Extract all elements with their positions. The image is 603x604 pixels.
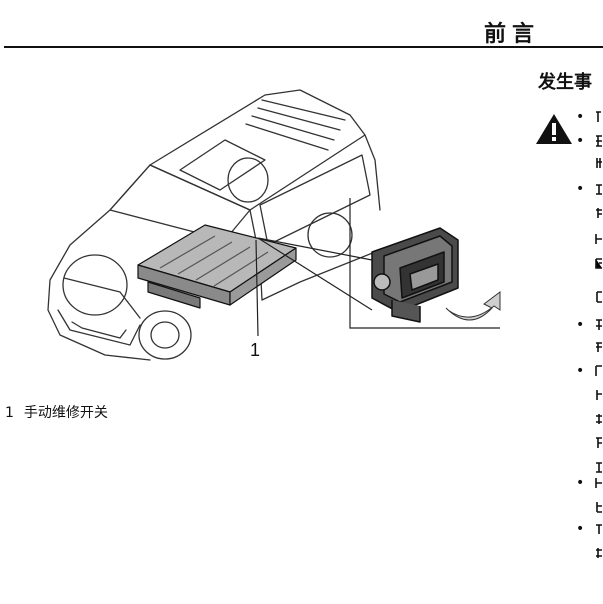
- clipped-text-fragment: [594, 110, 603, 124]
- clipped-text-fragment: [594, 546, 603, 560]
- caption-number: 1: [5, 405, 14, 421]
- clipped-text-fragment: [594, 134, 603, 148]
- clipped-text-fragment: [594, 290, 603, 304]
- bullet-marker: •: [576, 363, 585, 379]
- clipped-text-fragment: [594, 232, 603, 246]
- figure-caption: 1 手动维修开关: [5, 402, 108, 422]
- bullet-marker: •: [576, 133, 585, 149]
- callout-number: 1: [250, 340, 260, 360]
- clipped-text-fragment: [594, 182, 603, 196]
- bullet-marker: •: [576, 109, 585, 125]
- vehicle-illustration: 1: [47, 89, 501, 361]
- clipped-text-fragment: [594, 436, 603, 450]
- clipped-text-fragment: [594, 318, 603, 332]
- clipped-text-fragment: [594, 476, 603, 490]
- clipped-text-fragment: [594, 500, 603, 514]
- bullet-marker: •: [576, 521, 585, 537]
- warning-triangle-icon: [536, 114, 572, 144]
- bullet-marker: •: [576, 181, 585, 197]
- clipped-text-fragment: [594, 156, 603, 170]
- caption-text: 手动维修开关: [23, 405, 108, 421]
- page-header-title: 前言: [484, 21, 541, 47]
- clipped-text-fragment: [594, 364, 603, 378]
- clipped-text-fragment: [594, 522, 603, 536]
- section-heading: 发生事: [538, 72, 592, 93]
- header-divider: [4, 46, 603, 48]
- clipped-text-fragment: [594, 460, 603, 474]
- clipped-text-fragment: [594, 412, 603, 426]
- bullet-marker: •: [576, 475, 585, 491]
- clipped-text-fragment: [594, 388, 603, 402]
- bullet-marker: •: [576, 317, 585, 333]
- clipped-text-fragment: [594, 340, 603, 354]
- clipped-text-fragment: [594, 206, 603, 220]
- clipped-text-fragment: [594, 256, 603, 270]
